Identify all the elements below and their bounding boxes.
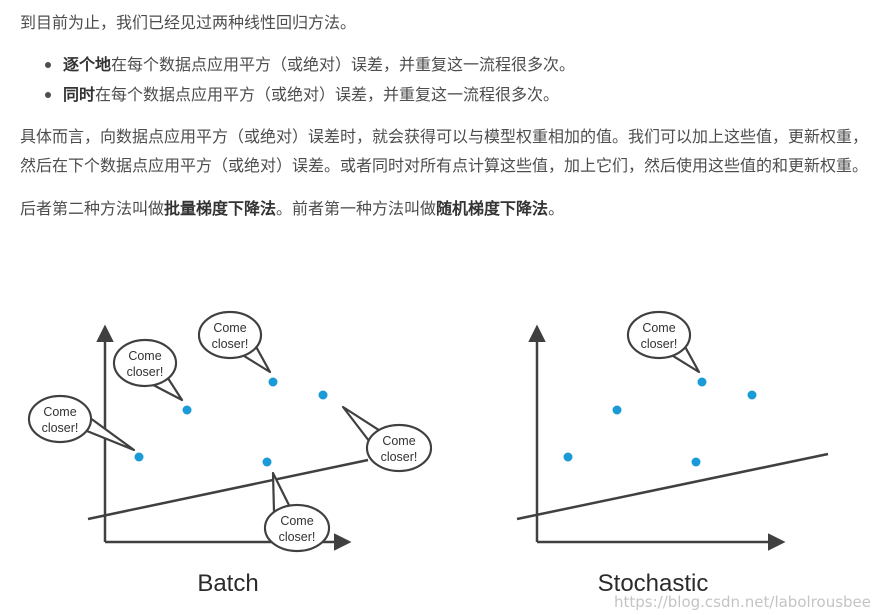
data-point [262,457,272,467]
bubble-text: closer! [381,450,418,464]
batch-label: Batch [197,570,258,597]
data-point [747,390,757,400]
bullet-text: 在每个数据点应用平方（或绝对）误差，并重复这一流程很多次。 [111,55,576,74]
conclusion-text: 后者第二种方法叫做 [20,199,165,218]
method-list: 逐个地在每个数据点应用平方（或绝对）误差，并重复这一流程很多次。 同时在每个数据… [20,50,870,110]
bubble-text: closer! [42,421,79,435]
list-item: 同时在每个数据点应用平方（或绝对）误差，并重复这一流程很多次。 [45,80,870,110]
bubble-text: Come [642,321,675,335]
stochastic-regression-line [516,452,829,521]
stochastic-label: Stochastic [598,570,709,597]
conclusion-paragraph: 后者第二种方法叫做批量梯度下降法。前者第一种方法叫做随机梯度下降法。 [20,194,870,224]
explanation-paragraph: 具体而言，向数据点应用平方（或绝对）误差时，就会获得可以与模型权重相加的值。我们… [20,127,869,175]
speech-bubble: Come closer! [341,405,433,473]
speech-bubble-fill [115,341,175,385]
conclusion-text: 。 [548,199,565,218]
speech-bubble: Come closer! [27,394,136,452]
speech-bubble-fill [368,426,430,470]
speech-bubble: Come closer! [626,310,701,374]
data-point [612,405,622,415]
speech-bubble-fill [200,313,260,357]
bubble-text: Come [128,349,161,363]
bullet-bold: 同时 [63,85,96,104]
data-point [134,452,144,462]
watermark: https://blog.csdn.net/labolrousbee [614,593,871,611]
batch-gd-term: 批量梯度下降法 [164,199,277,218]
bubble-text: closer! [641,337,678,351]
data-point [318,390,328,400]
bubble-text: closer! [212,337,249,351]
list-item: 逐个地在每个数据点应用平方（或绝对）误差，并重复这一流程很多次。 [45,50,870,80]
conclusion-text: 。前者第一种方法叫做 [276,199,437,218]
bullet-bold: 逐个地 [63,55,112,74]
speech-bubble-fill [266,506,328,550]
speech-bubble: Come closer! [263,471,331,553]
bubble-text: closer! [279,530,316,544]
data-point [563,452,573,462]
data-point [182,405,192,415]
bubble-text: Come [280,514,313,528]
bubble-text: Come [382,434,415,448]
speech-bubble-fill [30,397,90,441]
bullet-text: 在每个数据点应用平方（或绝对）误差，并重复这一流程很多次。 [95,85,560,104]
batch-panel: Batch [87,324,369,597]
bubble-text: closer! [127,365,164,379]
speech-bubble: Come closer! [112,338,184,402]
bubble-text: Come [43,405,76,419]
speech-bubble-fill [629,313,689,357]
bubble-text: Come [213,321,246,335]
article-body: 到目前为止，我们已经见过两种线性回归方法。 逐个地在每个数据点应用平方（或绝对）… [20,8,870,224]
stochastic-gd-term: 随机梯度下降法 [436,199,549,218]
data-point [697,377,707,387]
speech-bubble: Come closer! [197,310,272,374]
data-point [691,457,701,467]
data-point [268,377,278,387]
stochastic-panel: Stochastic [516,324,829,597]
intro-paragraph: 到目前为止，我们已经见过两种线性回归方法。 [20,13,357,32]
batch-regression-line [87,458,369,521]
speech-bubble-tail [85,417,136,452]
